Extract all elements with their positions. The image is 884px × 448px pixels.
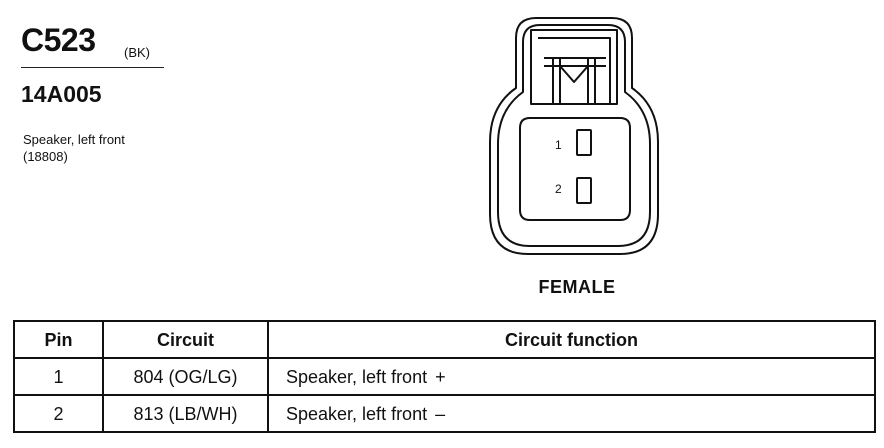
title-rule	[21, 67, 164, 68]
connector-gender-label: FEMALE	[538, 277, 616, 297]
lock-tab-right-post	[587, 58, 596, 104]
lock-tab-left-post	[552, 58, 561, 104]
connector-face-diagram	[489, 17, 659, 255]
pin-2-cavity	[576, 177, 592, 204]
connector-color: (BK)	[124, 45, 150, 60]
cell-function: Speaker, left front +	[267, 357, 876, 396]
table-row: 1 804 (OG/LG) Speaker, left front +	[13, 357, 876, 396]
description-line-1: Speaker, left front	[23, 132, 125, 147]
lock-tab-crossbar	[544, 57, 606, 67]
connector-outer-shell	[489, 17, 659, 255]
cell-function: Speaker, left front–	[267, 394, 876, 433]
terminal-cavity-block	[519, 117, 631, 221]
polarity-sign: +	[435, 366, 446, 387]
part-number: 14A005	[21, 81, 102, 107]
lock-tab-inner	[538, 37, 611, 104]
cell-circuit: 804 (OG/LG)	[102, 357, 269, 396]
connector-inner-shell	[497, 24, 651, 247]
description-line-2: (18808)	[23, 149, 68, 164]
function-text: Speaker, left front	[286, 403, 428, 424]
header-circuit: Circuit	[102, 320, 269, 359]
polarity-sign: –	[435, 403, 446, 424]
connector-id: C523	[21, 22, 96, 58]
cell-pin: 2	[13, 394, 104, 433]
header-pin: Pin	[13, 320, 104, 359]
lock-tab-ramp	[559, 65, 589, 83]
pin-1-label: 1	[555, 138, 562, 152]
table-header-row: Pin Circuit Circuit function	[13, 320, 876, 359]
connector-description: Speaker, left front (18808)	[23, 131, 125, 165]
cell-circuit: 813 (LB/WH)	[102, 394, 269, 433]
cell-pin: 1	[13, 357, 104, 396]
header-circuit-function: Circuit function	[267, 320, 876, 359]
pin-table: Pin Circuit Circuit function 1 804 (OG/L…	[13, 320, 876, 433]
function-text: Speaker, left front	[286, 366, 428, 387]
lock-tab-housing	[530, 29, 618, 105]
pin-1-cavity	[576, 129, 592, 156]
table-row: 2 813 (LB/WH) Speaker, left front–	[13, 394, 876, 433]
pin-2-label: 2	[555, 182, 562, 196]
